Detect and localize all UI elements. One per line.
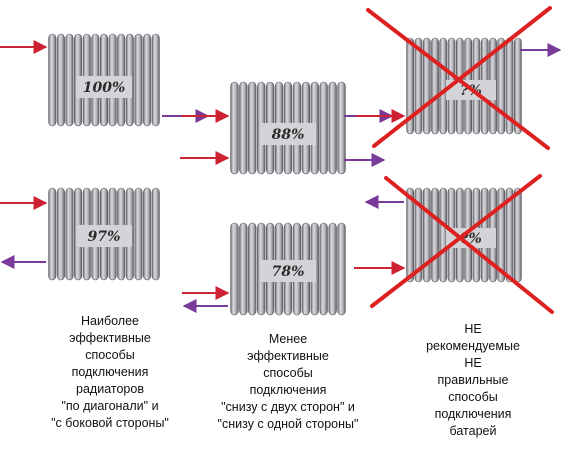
caption-line: НЕ [464, 356, 482, 370]
label-plate [76, 76, 132, 98]
radiator-section [497, 37, 506, 135]
caption-line: рекомендуемые [426, 339, 520, 353]
caption-line: "снизу с одной стороны" [217, 417, 359, 431]
caption-line: Наиболее [81, 314, 139, 328]
radiator-section [514, 187, 522, 283]
radiator-sections [406, 187, 522, 283]
radiator-section [248, 81, 257, 175]
radiator-section [56, 187, 65, 281]
radiator-section [406, 37, 414, 135]
radiator-section [414, 187, 423, 283]
radiator-section [143, 33, 152, 127]
caption-line: эффективные [69, 331, 151, 345]
caption-line: эффективные [247, 349, 329, 363]
cross-mark-bottom [370, 174, 554, 314]
caption-line: НЕ [464, 322, 482, 336]
efficiency-label: 78% [272, 264, 305, 280]
radiator-section [134, 187, 143, 281]
radiator-bottom-middle: 78% [230, 222, 346, 316]
efficiency-label: 97% [88, 229, 121, 245]
efficiency-label: 100% [83, 80, 126, 96]
caption-line: радиаторов [76, 382, 144, 396]
caption-line: способы [263, 366, 313, 380]
label-plate [260, 123, 316, 145]
radiator-bottom-left: 97% [48, 187, 160, 281]
radiator-section [239, 222, 248, 316]
caption-line: "с боковой стороны" [51, 416, 169, 430]
radiator-section [230, 81, 239, 175]
radiator-section [248, 222, 257, 316]
caption-line: способы [448, 390, 498, 404]
radiator-top-middle: 88% [230, 81, 346, 175]
caption-line: подключения [71, 365, 149, 379]
radiator-section [134, 33, 143, 127]
radiator-section [406, 187, 414, 283]
caption-line: подключения [434, 407, 512, 421]
radiator-section [48, 187, 57, 281]
caption-line: правильные [437, 373, 509, 387]
radiator-section [439, 187, 448, 283]
radiator-section [505, 187, 514, 283]
caption-most-effective: Наиболее эффективные способы подключения… [10, 313, 210, 432]
radiator-section [151, 33, 160, 127]
caption-line: подключения [249, 383, 327, 397]
radiator-section [431, 37, 439, 135]
radiator-bottom-right: ?% [406, 187, 522, 283]
radiator-section [230, 222, 239, 316]
radiator-section [48, 33, 57, 127]
radiator-section [337, 222, 346, 316]
caption-not-recommended: НЕ рекомендуемые НЕ правильные способы п… [398, 321, 548, 440]
label-plate [260, 260, 316, 282]
caption-line: способы [85, 348, 135, 362]
radiator-section [514, 37, 522, 135]
radiator-section [431, 187, 439, 283]
radiator-section [328, 222, 337, 316]
cross-mark-top [366, 6, 552, 150]
radiator-section [439, 37, 448, 135]
radiator-section [56, 33, 65, 127]
caption-line: батарей [449, 424, 497, 438]
radiator-section [143, 187, 152, 281]
caption-less-effective: Менее эффективные способы подключения "с… [188, 331, 388, 433]
label-plate [76, 225, 132, 247]
caption-line: Менее [268, 332, 308, 346]
radiator-section [65, 187, 74, 281]
caption-line: "по диагонали" и [61, 399, 159, 413]
radiator-section [151, 187, 160, 281]
radiator-section [239, 81, 248, 175]
radiator-section [497, 187, 506, 283]
radiator-sections [48, 187, 160, 281]
caption-line: "снизу с двух сторон" и [221, 400, 355, 414]
radiator-section [422, 37, 431, 135]
radiator-top-left: 100% [48, 33, 160, 127]
label-plate [446, 228, 496, 248]
radiator-section [328, 81, 337, 175]
radiator-section [319, 222, 328, 316]
efficiency-label: 88% [272, 127, 305, 143]
radiator-section [337, 81, 346, 175]
radiator-section [319, 81, 328, 175]
radiator-section [65, 33, 74, 127]
